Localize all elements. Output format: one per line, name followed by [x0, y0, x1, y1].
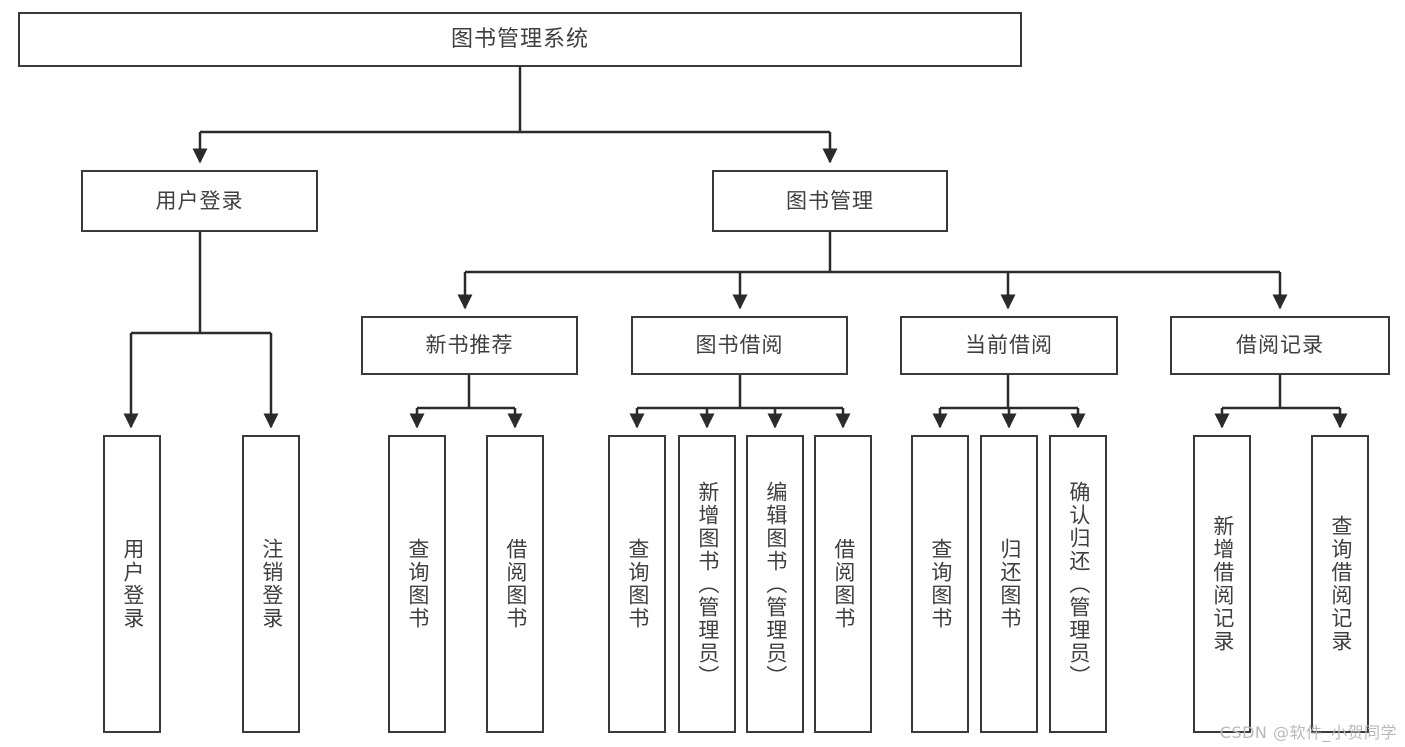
- node-book-borrow-label: 图书借阅: [695, 333, 784, 358]
- node-leaf-query-book-1-label: 查询图书: [405, 538, 430, 630]
- node-root[interactable]: 图书管理系统: [18, 12, 1022, 67]
- node-leaf-return-book-label: 归还图书: [997, 538, 1022, 630]
- node-new-book-recommend-label: 新书推荐: [425, 333, 514, 358]
- node-borrow-record-label: 借阅记录: [1236, 333, 1324, 358]
- node-user-login-label: 用户登录: [155, 188, 244, 213]
- node-leaf-add-book-label: 新增图书（管理员）: [695, 480, 720, 688]
- node-leaf-logout-login-label: 注销登录: [259, 538, 284, 630]
- node-leaf-query-record-label: 查询借阅记录: [1328, 515, 1353, 653]
- node-current-borrow[interactable]: 当前借阅: [900, 316, 1118, 375]
- node-leaf-query-book-3[interactable]: 查询图书: [911, 435, 969, 733]
- csdn-watermark: CSDN @软件_小贺同学: [1219, 723, 1397, 742]
- node-current-borrow-label: 当前借阅: [965, 333, 1053, 358]
- node-root-label: 图书管理系统: [450, 26, 589, 52]
- node-leaf-user-login[interactable]: 用户登录: [103, 435, 161, 733]
- node-borrow-record[interactable]: 借阅记录: [1170, 316, 1390, 375]
- node-leaf-return-book[interactable]: 归还图书: [980, 435, 1038, 733]
- node-leaf-edit-book[interactable]: 编辑图书（管理员）: [746, 435, 804, 733]
- node-leaf-query-book-1[interactable]: 查询图书: [388, 435, 446, 733]
- node-leaf-borrow-book-2-label: 借阅图书: [831, 538, 856, 630]
- node-leaf-query-book-2[interactable]: 查询图书: [608, 435, 666, 733]
- node-leaf-query-book-3-label: 查询图书: [928, 538, 953, 630]
- node-book-manage-label: 图书管理: [786, 188, 874, 213]
- node-leaf-query-book-2-label: 查询图书: [625, 538, 650, 630]
- node-user-login[interactable]: 用户登录: [81, 170, 318, 232]
- node-leaf-user-login-label: 用户登录: [120, 538, 145, 630]
- node-leaf-edit-book-label: 编辑图书（管理员）: [763, 480, 788, 688]
- node-leaf-add-record-label: 新增借阅记录: [1210, 515, 1235, 653]
- node-leaf-query-record[interactable]: 查询借阅记录: [1311, 435, 1369, 733]
- node-leaf-borrow-book-2[interactable]: 借阅图书: [814, 435, 872, 733]
- node-leaf-confirm-return[interactable]: 确认归还（管理员）: [1049, 435, 1107, 733]
- node-leaf-borrow-book-1-label: 借阅图书: [503, 538, 528, 630]
- node-leaf-add-book[interactable]: 新增图书（管理员）: [678, 435, 736, 733]
- node-leaf-add-record[interactable]: 新增借阅记录: [1193, 435, 1251, 733]
- node-leaf-logout-login[interactable]: 注销登录: [242, 435, 300, 733]
- node-leaf-confirm-return-label: 确认归还（管理员）: [1066, 480, 1091, 688]
- node-book-borrow[interactable]: 图书借阅: [631, 316, 848, 375]
- node-leaf-borrow-book-1[interactable]: 借阅图书: [486, 435, 544, 733]
- node-new-book-recommend[interactable]: 新书推荐: [361, 316, 578, 375]
- node-book-manage[interactable]: 图书管理: [712, 170, 948, 232]
